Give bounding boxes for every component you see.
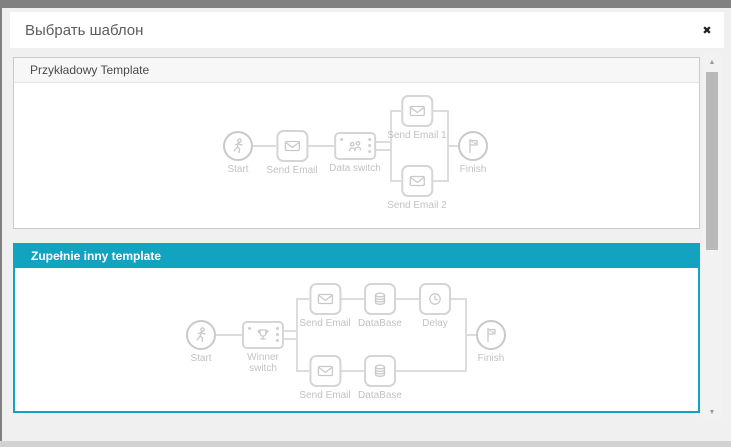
node-label: DataBase [358,318,402,329]
envelope-icon [409,105,425,117]
connector [296,370,309,372]
envelope-icon [284,140,300,152]
modal-title-bar: Выбрать шаблон ✖ [10,12,724,48]
node-label: DataBase [358,390,402,401]
connector [396,370,465,372]
close-icon[interactable]: ✖ [702,24,712,37]
scrollbar-thumb[interactable] [706,72,718,250]
connector [447,145,458,147]
node-label: Start [190,353,212,364]
page-background-strip [0,441,731,447]
workflow-node-send-email: Send Email [266,130,318,176]
connector [296,298,309,300]
node-label: Send Email [299,318,351,329]
node-label: Send Email 2 [387,200,447,211]
trophy-icon [257,329,269,340]
node-label: Winner switch [247,352,279,374]
connector [308,145,334,147]
envelope-icon [409,175,425,187]
workflow-node-delay: Delay [419,283,451,329]
node-label: Delay [422,318,448,329]
node-label: Finish [459,164,487,175]
connector [433,110,447,112]
template-title: Zupełnie inny template [15,245,698,268]
workflow-node-finish: Finish [458,131,488,175]
workflow-preview: Start Winner switch Send Email [15,268,698,411]
node-label: Finish [477,353,505,364]
connector [390,180,401,182]
template-title: Przykładowy Template [14,58,699,83]
workflow-node-database-bottom: DataBase [358,355,402,401]
node-label: Send Email 1 [387,130,447,141]
envelope-icon [317,293,333,305]
connector [341,298,364,300]
connector [451,298,465,300]
connector [390,110,392,182]
connector [376,141,390,143]
flag-icon [487,327,496,343]
connector [296,298,298,372]
connector [433,180,447,182]
workflow-node-winner-switch: Winner switch [240,321,286,374]
clock-icon [429,293,441,305]
database-icon [374,364,386,377]
database-icon [374,292,386,305]
workflow-node-start: Start [186,320,216,364]
connector [253,145,276,147]
connector [376,149,390,151]
scrollbar: ▲ ▼ [703,55,721,419]
node-label: Send Email [299,390,351,401]
flag-icon [469,138,478,154]
run-icon [196,327,206,343]
node-label: Data switch [329,163,381,174]
workflow-node-send-email-bottom: Send Email [299,355,351,401]
workflow-preview: Start Send Email Data switch [14,83,699,229]
workflow-node-send-email-2: Send Email 2 [387,165,447,211]
connector [284,338,296,340]
people-icon [348,140,362,151]
workflow-node-finish: Finish [476,320,506,364]
template-card-przykladowy[interactable]: Przykładowy Template Start [13,57,700,229]
template-card-zupelnie-inny[interactable]: Zupełnie inny template Start [13,243,700,413]
run-icon [233,138,243,154]
envelope-icon [317,365,333,377]
connector [284,330,296,332]
node-label: Start [227,164,249,175]
window-top-edge [0,0,731,8]
connector [216,334,242,336]
workflow-node-send-email-1: Send Email 1 [387,95,447,141]
scroll-down-icon[interactable]: ▼ [708,408,716,416]
workflow-node-database-top: DataBase [358,283,402,329]
connector [341,370,364,372]
connector [465,334,476,336]
workflow-node-start: Start [223,131,253,175]
connector [396,298,419,300]
modal-title: Выбрать шаблон [25,21,144,39]
workflow-node-data-switch: Data switch [329,132,381,174]
connector [390,110,401,112]
node-label: Send Email [266,165,318,176]
workflow-node-send-email-top: Send Email [299,283,351,329]
scroll-up-icon[interactable]: ▲ [708,58,716,66]
window-left-edge [0,8,2,441]
